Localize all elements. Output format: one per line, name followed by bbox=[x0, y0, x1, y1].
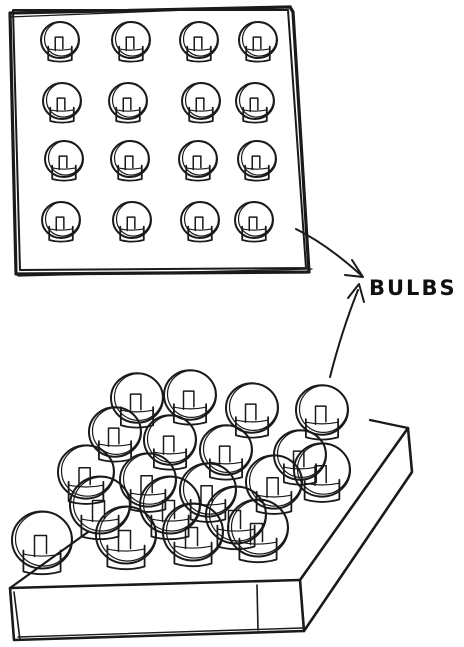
tray-bulb bbox=[180, 463, 236, 522]
top-view-bulb bbox=[182, 83, 220, 123]
bulbs-label: BULBS bbox=[369, 276, 457, 300]
tray-bulb bbox=[164, 370, 216, 424]
tray-bulb bbox=[294, 443, 350, 502]
tray-bulb bbox=[200, 425, 252, 479]
top-view-bulb bbox=[45, 141, 83, 181]
top-view-bulb bbox=[236, 83, 274, 123]
tray-bulb bbox=[120, 453, 176, 512]
top-view-bulb bbox=[179, 141, 217, 181]
top-view-bulb bbox=[112, 22, 150, 62]
top-view-bulb bbox=[43, 83, 81, 123]
top-view-bulb bbox=[238, 141, 276, 181]
top-view-bulb bbox=[113, 202, 151, 242]
top-view-bulb bbox=[180, 22, 218, 62]
top-view-bulb bbox=[235, 202, 273, 242]
top-view-bulb-grid bbox=[41, 22, 277, 242]
top-view-bulb bbox=[181, 202, 219, 242]
top-view-bulb bbox=[42, 202, 80, 242]
tray-bulb bbox=[144, 415, 196, 469]
tray-bulb-cluster bbox=[12, 370, 350, 574]
tray-bulb bbox=[226, 383, 278, 437]
tray-bulb bbox=[96, 507, 156, 570]
top-view-bulb bbox=[41, 22, 79, 62]
arrow-from-tray bbox=[330, 284, 364, 377]
top-view-bulb bbox=[239, 22, 277, 62]
tray-bulb bbox=[89, 407, 141, 461]
tray-bulb bbox=[58, 445, 114, 504]
top-view-bulb bbox=[109, 83, 147, 123]
top-view-bulb bbox=[111, 141, 149, 181]
